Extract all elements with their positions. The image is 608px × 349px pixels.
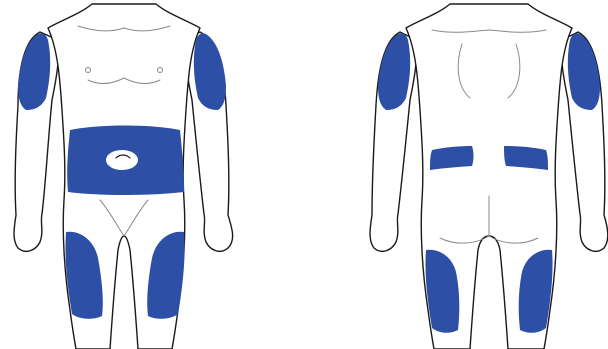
front-navel-area [106,150,138,170]
zone-front-upper-arm-left [194,33,226,110]
zone-back-upper-arm-right [568,33,600,110]
zone-front-upper-arm-right [18,33,50,110]
zone-back-upper-arm-left [378,33,410,110]
